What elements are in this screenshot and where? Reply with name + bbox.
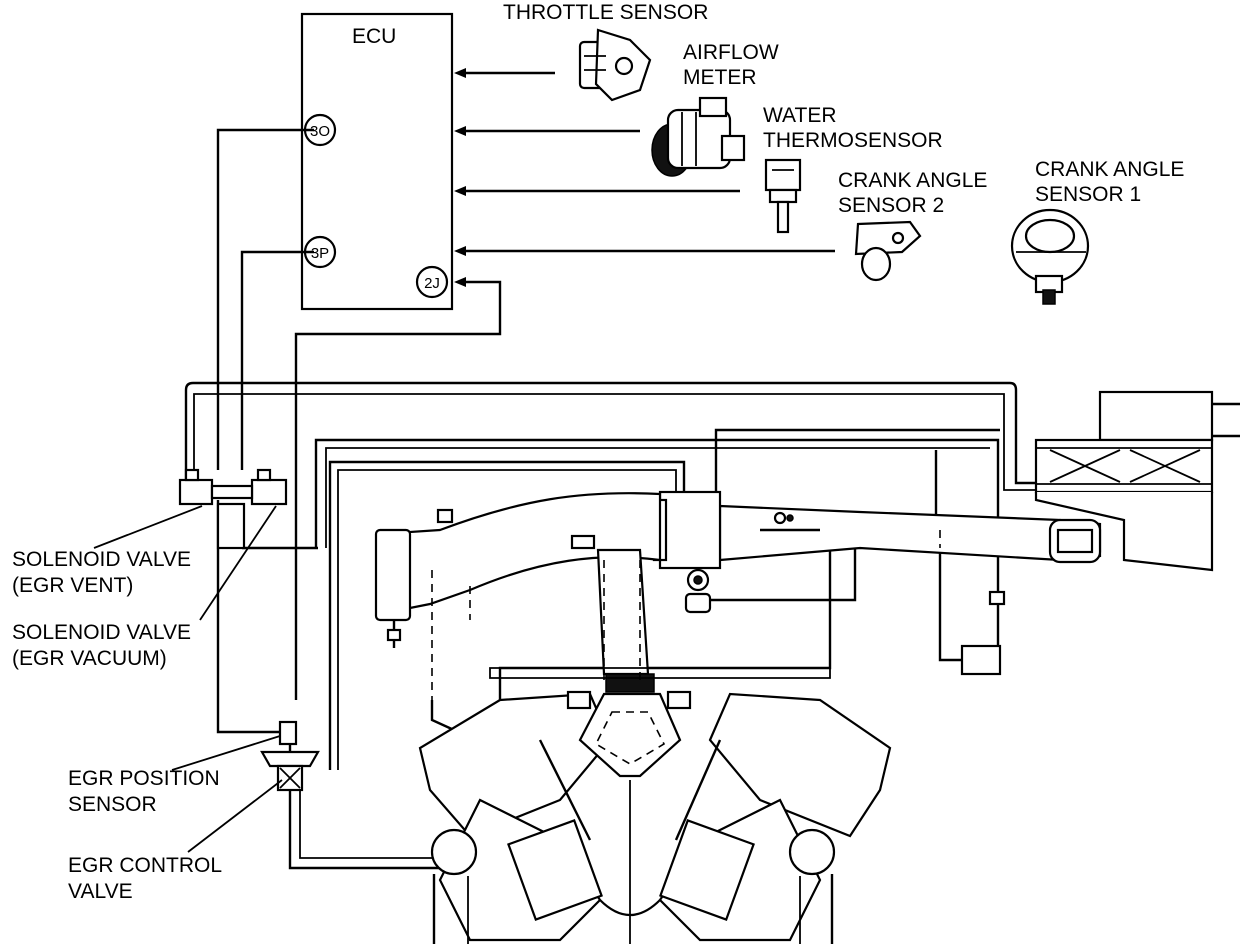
solenoid-vent-label-line2: (EGR VENT) — [12, 574, 133, 597]
solenoid-vacuum-label-line1: SOLENOID VALVE — [12, 621, 191, 644]
ecu-pin-3o-label: 3O — [310, 123, 330, 140]
sensor-signal-lines — [294, 68, 835, 700]
egr-position-sensor-label-line2: SENSOR — [68, 793, 157, 816]
crank-angle-sensor-1-icon — [1010, 208, 1090, 305]
v-engine — [418, 667, 892, 944]
airflow-meter-label-line2: METER — [683, 66, 757, 89]
ecu-pin-3p: 3P — [303, 235, 337, 269]
crank-angle-sensor-1-label-line2: SENSOR 1 — [1035, 183, 1141, 206]
egr-position-sensor-icon — [278, 720, 298, 746]
solenoid-vacuum-label-line2: (EGR VACUUM) — [12, 647, 167, 670]
solenoid-valve-egr-vacuum — [250, 468, 288, 506]
throttle-body — [652, 490, 722, 614]
ecu-unit: ECU 3O 3P 2J — [300, 12, 454, 311]
solenoid-vent-label-line1: SOLENOID VALVE — [12, 548, 191, 571]
vacuum-hoses — [184, 128, 1040, 870]
egr-control-valve-icon — [260, 744, 320, 792]
water-thermosensor-label-line1: WATER — [763, 104, 837, 127]
ecu-pin-2j-label: 2J — [424, 275, 440, 292]
air-cleaner — [1034, 390, 1240, 572]
throttle-sensor-icon — [578, 28, 652, 102]
water-thermosensor-icon — [764, 158, 802, 234]
ecu-label: ECU — [352, 25, 396, 48]
egr-control-valve-label-line1: EGR CONTROL — [68, 854, 222, 877]
crank-angle-sensor-2-label-line1: CRANK ANGLE — [838, 169, 987, 192]
crank-angle-sensor-2-label-line2: SENSOR 2 — [838, 194, 944, 217]
crank-angle-sensor-2-icon — [854, 220, 922, 282]
crank-angle-sensor-1-label-line1: CRANK ANGLE — [1035, 158, 1184, 181]
intake-manifold — [374, 492, 941, 732]
water-thermosensor-label-line2: THERMOSENSOR — [763, 129, 943, 152]
ecu-pin-3p-label: 3P — [311, 245, 329, 262]
egr-position-sensor-label-line1: EGR POSITION — [68, 767, 220, 790]
intake-duct — [718, 504, 1102, 564]
airflow-meter-label-line1: AIRFLOW — [683, 41, 779, 64]
egr-control-valve-label-line2: VALVE — [68, 880, 133, 903]
airflow-meter-icon — [651, 96, 746, 177]
throttle-sensor-label: THROTTLE SENSOR — [503, 1, 708, 24]
ecu-pin-2j: 2J — [415, 265, 449, 299]
